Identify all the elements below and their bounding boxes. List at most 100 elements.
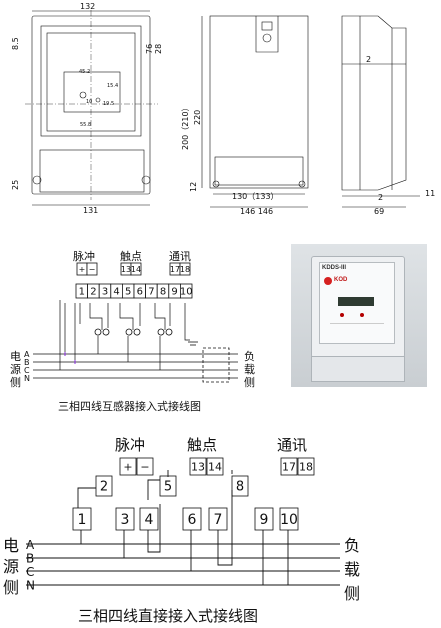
d2-bottom-terminal-7: 7 xyxy=(214,512,223,528)
label-b: 15.4 xyxy=(107,83,118,89)
d1-terminal-10-box xyxy=(179,283,193,299)
brand-logo-icon xyxy=(324,277,332,285)
d2-title: 三相四线直接接入式接线图 xyxy=(78,607,258,625)
d1-term-contact_terms-1: 14 xyxy=(131,265,141,274)
d2-top-terminal-2-box xyxy=(95,475,113,497)
d1-source-label-0: 电 xyxy=(10,350,21,363)
d2-group-pulse: 脉冲 xyxy=(115,436,145,454)
d2-bottom-terminal-6: 6 xyxy=(188,512,197,528)
d1-group-contact: 触点 xyxy=(120,249,142,263)
d2-term-pulse_terms-0: + xyxy=(123,460,132,473)
d2-bottom-terminal-10-box xyxy=(279,507,299,531)
d1-phase-A: A xyxy=(24,350,30,359)
d2-load-label-2: 侧 xyxy=(344,584,360,603)
d1-term-contact_terms-1-box xyxy=(130,262,142,276)
meter-model: KDDS-III xyxy=(322,265,346,271)
d2-bottom-terminal-9: 9 xyxy=(260,512,269,528)
side-view: 2 2 11 69 xyxy=(341,15,435,216)
d2-bottom-terminal-10: 10 xyxy=(280,512,298,528)
d1-phase-B: B xyxy=(24,358,30,367)
d1-terminal-5: 5 xyxy=(125,287,131,298)
d1-title: 三相四线互感器接入式接线图 xyxy=(58,399,201,413)
d2-source-labels: 电源侧 xyxy=(3,536,19,597)
d2-bottom-terminal-9-box xyxy=(254,507,274,531)
label-c: 19.5 xyxy=(103,101,114,107)
d1-terminal-9: 9 xyxy=(171,287,177,298)
front-view: 132 131 8.5 25 76 28 45.2 15.4 19.5 10 5… xyxy=(11,2,163,215)
dim-side-top: 2 xyxy=(366,55,371,64)
d1-terminal-7: 7 xyxy=(148,287,154,298)
d1-source-label-2: 侧 xyxy=(10,376,21,389)
lcd-display xyxy=(338,297,374,306)
d1-load-label-0: 负 xyxy=(244,349,255,363)
label-a: 45.2 xyxy=(79,69,90,75)
label-e: 55.8 xyxy=(80,122,91,128)
meter-brand: KOD xyxy=(334,277,348,283)
dim-bottom-h: 12 xyxy=(189,182,198,192)
dim-height-inner: 200（210） xyxy=(181,103,190,150)
d2-term-pulse_terms-1: − xyxy=(140,460,149,473)
d2-bottom-terminal-3: 3 xyxy=(121,512,130,528)
dim-width-top: 132 xyxy=(80,2,95,11)
d1-term-comm_terms-1: 18 xyxy=(180,265,190,274)
nameplate-text xyxy=(330,323,384,338)
d2-group-comm: 通讯 xyxy=(277,436,307,454)
d2-source-label-0: 电 xyxy=(3,536,19,555)
d2-source-label-2: 侧 xyxy=(3,578,19,597)
d2-load-labels: 负载侧 xyxy=(344,536,360,603)
dim-side-bottom-b: 11 xyxy=(425,189,435,198)
dim-right-a: 76 xyxy=(145,44,154,54)
d2-top-terminal-2: 2 xyxy=(100,480,108,495)
dim-right-b: 28 xyxy=(154,44,163,54)
d2-term-comm_terms-1: 18 xyxy=(299,460,313,473)
d2-load-label-0: 负 xyxy=(344,536,360,555)
d1-terminal-10: 10 xyxy=(180,287,193,298)
d2-phase-B: B xyxy=(26,552,34,566)
d1-group-pulse: 脉冲 xyxy=(73,249,95,263)
d1-source-labels: 电源侧 xyxy=(10,350,21,389)
d1-group-comm: 通讯 xyxy=(169,250,191,263)
d1-phase-N: N xyxy=(24,374,30,383)
terminal-cover xyxy=(311,356,405,382)
d1-term-contact_terms-0: 13 xyxy=(121,265,131,274)
dim-width-inner: 130（133） xyxy=(232,192,279,201)
led-icon-2 xyxy=(360,313,364,317)
d2-term-pulse_terms-1-box xyxy=(136,457,154,476)
d1-term-pulse_terms-0: + xyxy=(79,265,86,274)
d1-phase-C: C xyxy=(24,366,30,375)
led-icon xyxy=(340,313,344,317)
d2-term-contact_terms-1: 14 xyxy=(208,460,222,473)
d2-phase-C: C xyxy=(26,565,34,579)
d2-phase-A: A xyxy=(26,538,35,552)
meter-face: KDDS-III KOD xyxy=(319,262,395,344)
dim-left-top: 8.5 xyxy=(11,37,20,50)
d2-bottom-terminal-4: 4 xyxy=(145,512,154,528)
d2-term-comm_terms-1-box xyxy=(297,457,315,476)
d1-term-comm_terms-1-box xyxy=(179,262,191,276)
d1-terminal-8: 8 xyxy=(160,287,166,298)
d1-terminal-2: 2 xyxy=(90,287,96,298)
dim-left-side: 25 xyxy=(11,180,20,190)
d2-bottom-terminal-1: 1 xyxy=(78,512,87,528)
d2-term-comm_terms-0-box xyxy=(280,457,298,476)
label-d: 10 xyxy=(86,99,92,105)
d1-term-pulse_terms-1: − xyxy=(89,265,96,274)
d1-load-label-1: 载 xyxy=(244,363,255,376)
d2-load-label-1: 载 xyxy=(344,560,360,579)
dim-side-total: 69 xyxy=(374,207,384,216)
d1-terminal-4: 4 xyxy=(113,287,119,298)
d1-terminal-6: 6 xyxy=(137,287,143,298)
rear-view: 220 200（210） 12 130（133） 146 146 xyxy=(181,15,309,216)
d2-term-pulse_terms-0-box xyxy=(119,457,137,476)
d1-terminal-3: 3 xyxy=(102,287,108,298)
d1-term-comm_terms-0: 17 xyxy=(170,265,180,274)
